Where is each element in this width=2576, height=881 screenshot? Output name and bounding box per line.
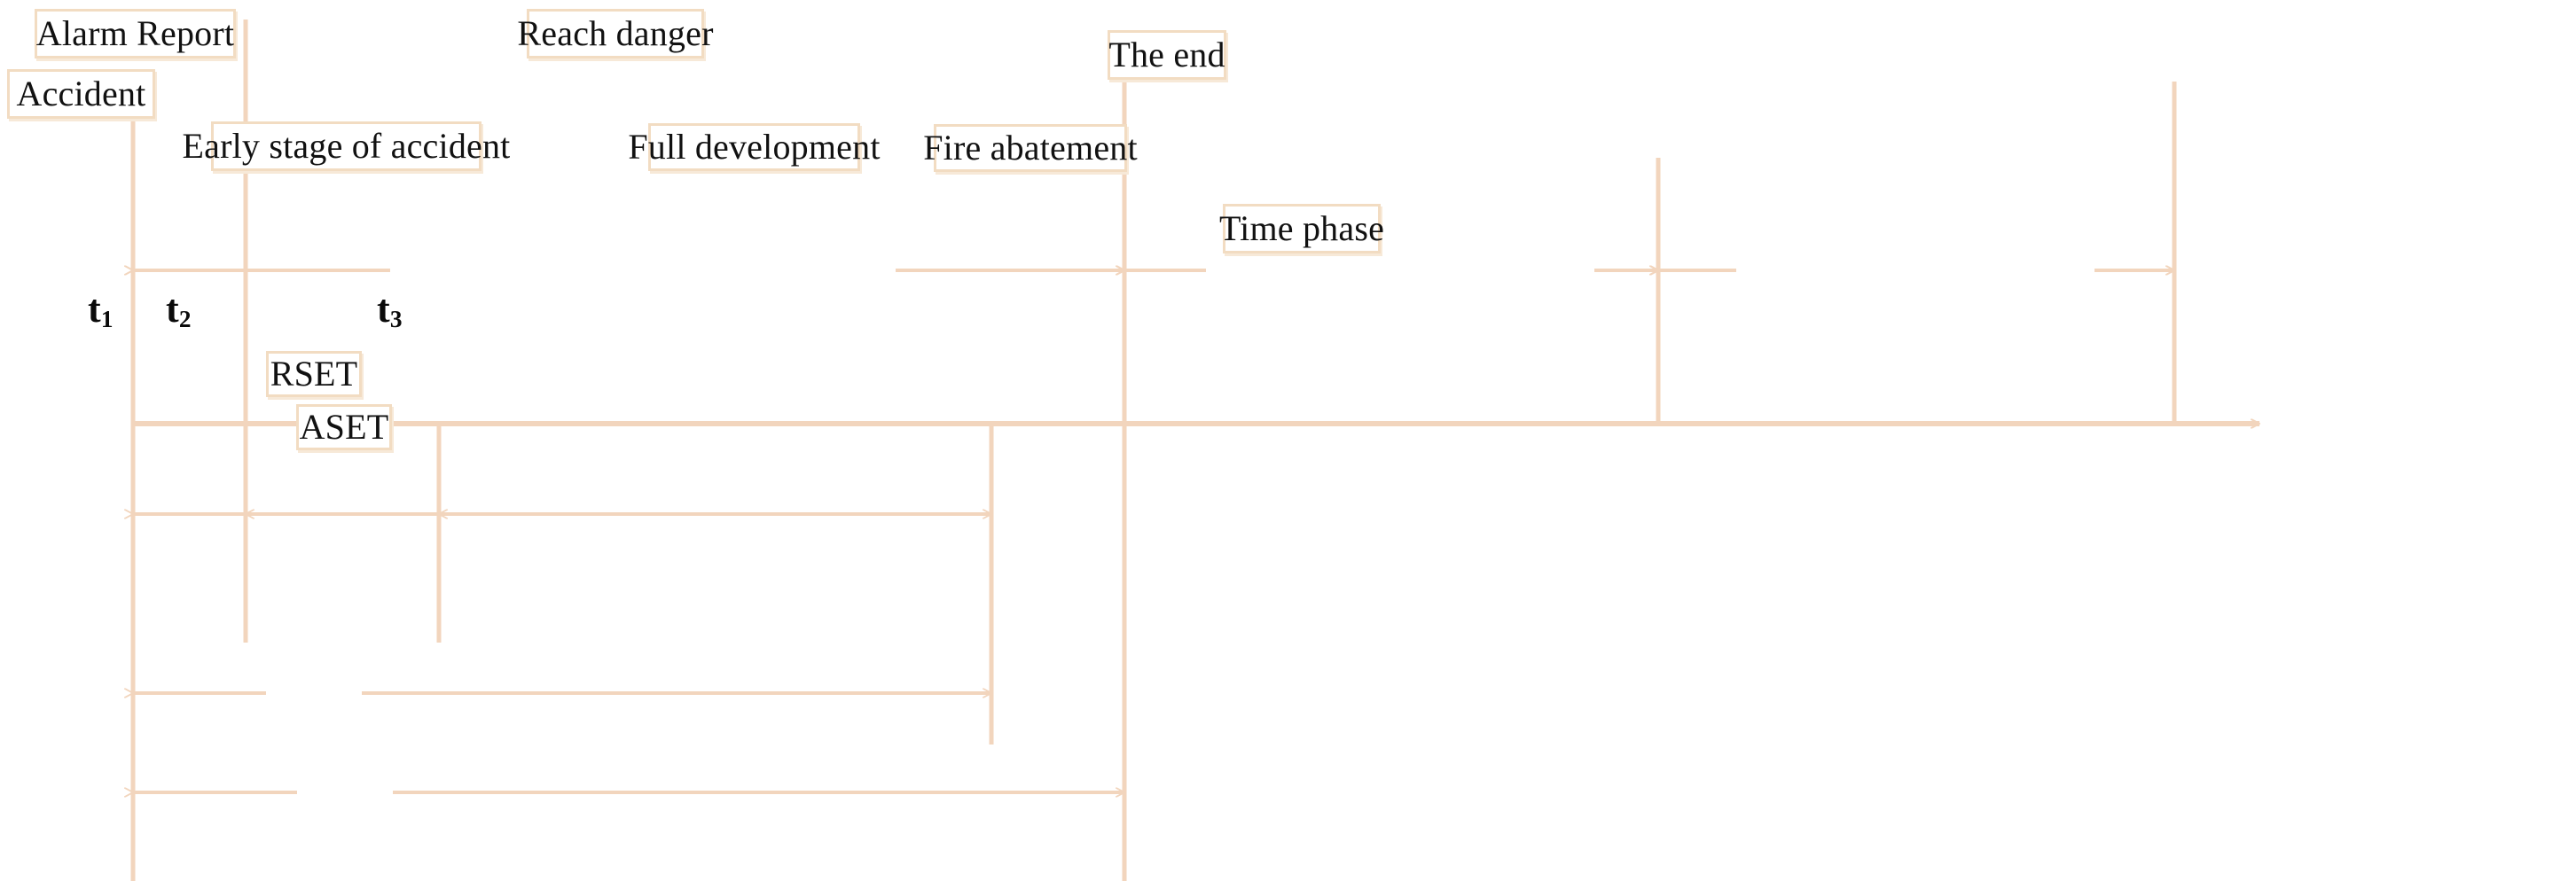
interval-label-t1-sub: 1 bbox=[100, 306, 114, 332]
interval-label-t1-base: t bbox=[88, 287, 101, 331]
interval-label-t3: t3 bbox=[377, 287, 403, 332]
event-box-accident-label: Accident bbox=[16, 74, 146, 113]
event-box-accident[interactable]: Accident bbox=[7, 69, 155, 119]
event-box-the-end[interactable]: The end bbox=[1108, 30, 1226, 80]
phase-box-early-stage-label: Early stage of accident bbox=[182, 126, 511, 166]
interval-label-t2-base: t bbox=[166, 287, 179, 331]
measure-box-rset[interactable]: RSET bbox=[266, 351, 362, 397]
axis-label-time-phase: Time phase bbox=[1218, 208, 1385, 248]
event-box-the-end-label: The end bbox=[1108, 35, 1225, 74]
event-box-alarm-report[interactable]: Alarm Report bbox=[35, 9, 236, 58]
measure-box-aset[interactable]: ASET bbox=[296, 404, 392, 450]
interval-label-t1: t1 bbox=[88, 287, 114, 332]
event-box-reach-danger-label: Reach danger bbox=[517, 13, 714, 53]
event-box-reach-danger[interactable]: Reach danger bbox=[517, 9, 713, 58]
event-box-alarm-report-label: Alarm Report bbox=[35, 13, 235, 53]
interval-label-t2: t2 bbox=[166, 287, 192, 332]
phase-box-full-development[interactable]: Full development bbox=[628, 123, 880, 171]
phase-box-full-development-label: Full development bbox=[628, 127, 881, 167]
phase-box-fire-abatement[interactable]: Fire abatement bbox=[923, 124, 1138, 172]
phase-box-early-stage[interactable]: Early stage of accident bbox=[183, 121, 510, 171]
interval-label-t3-sub: 3 bbox=[389, 306, 403, 332]
interval-label-t2-sub: 2 bbox=[178, 306, 192, 332]
axis-label-box-time-phase[interactable]: Time phase bbox=[1219, 204, 1384, 253]
phase-box-fire-abatement-label: Fire abatement bbox=[923, 128, 1138, 168]
interval-label-t3-base: t bbox=[377, 287, 390, 331]
measure-box-aset-label: ASET bbox=[299, 407, 389, 447]
measure-box-rset-label: RSET bbox=[270, 354, 358, 394]
